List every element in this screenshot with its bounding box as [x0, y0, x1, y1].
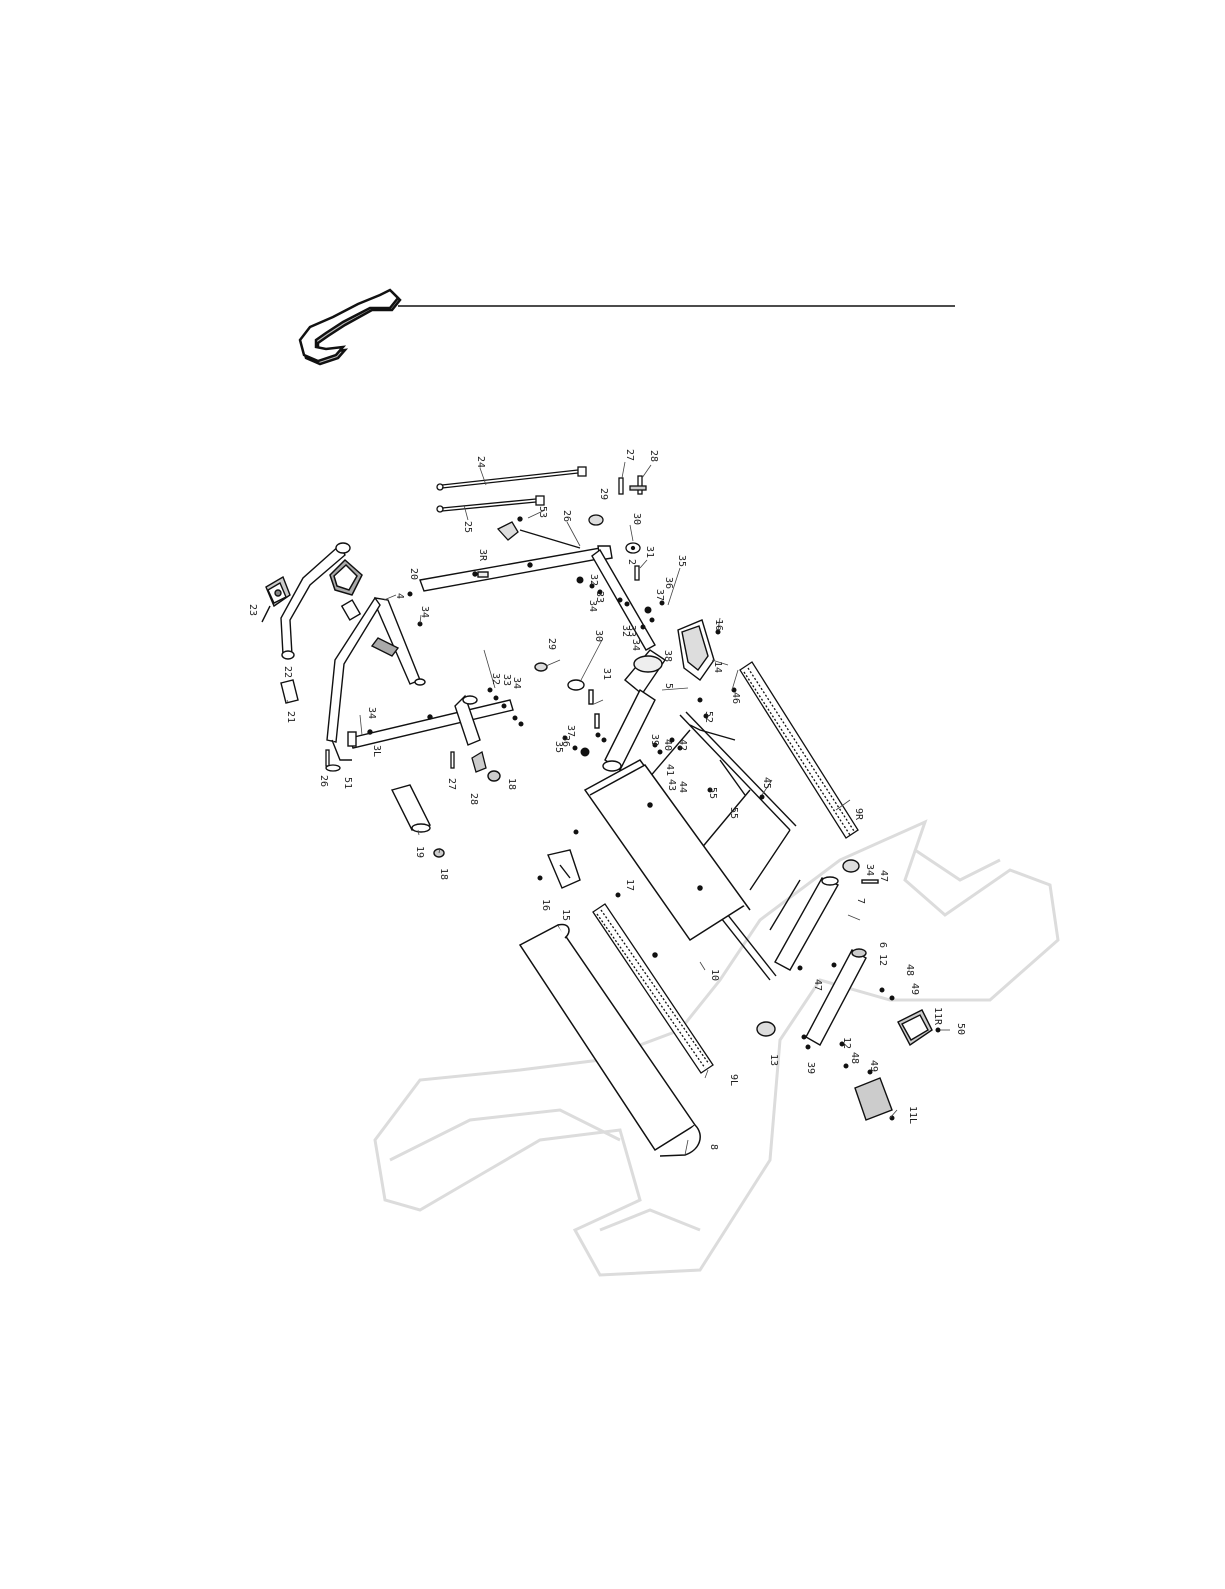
- part-label-18-top: 18: [506, 778, 517, 790]
- side-rail-9R: [740, 662, 858, 838]
- part-label-37-top: 37: [654, 589, 665, 601]
- part-label-45: 45: [761, 777, 772, 789]
- part-label-20: 20: [408, 568, 419, 580]
- part-label-14: 14: [712, 661, 723, 673]
- part-label-55-a: 55: [707, 787, 718, 799]
- part-label-47-right: 47: [878, 870, 889, 882]
- part-label-34-top: 34: [587, 600, 598, 612]
- part-label-12-top: 12: [877, 954, 888, 966]
- part-label-34-upright: 34: [419, 606, 430, 618]
- sidebar-3L: [348, 696, 513, 748]
- cable-24: [437, 467, 586, 490]
- motor-cover-14: [678, 620, 714, 680]
- part-label-5: 5: [663, 683, 674, 689]
- part-label-9L: 9L: [728, 1074, 739, 1086]
- part-label-43: 43: [666, 779, 677, 791]
- part-label-31-mid: 31: [601, 668, 612, 680]
- part-label-34-left: 34: [511, 677, 522, 689]
- part-label-39-bottom: 39: [805, 1062, 816, 1074]
- part-label-7: 7: [855, 898, 866, 904]
- part-label-33-left: 33: [501, 674, 512, 686]
- part-label-26: 26: [561, 510, 572, 522]
- part-label-51: 51: [342, 777, 353, 789]
- part-label-3R: 3R: [477, 549, 488, 562]
- part-label-32-left: 32: [490, 673, 501, 685]
- part-label-11L: 11L: [907, 1106, 918, 1124]
- part-label-55-b: 55: [728, 807, 739, 819]
- part-label-33-mid: 33: [626, 625, 637, 637]
- part-label-48-top: 48: [904, 964, 915, 976]
- part-label-47: 47: [812, 979, 823, 991]
- part-label-50: 50: [955, 1023, 966, 1035]
- part-label-46: 46: [730, 692, 741, 704]
- bolts-left: [326, 750, 486, 772]
- part-label-42: 42: [677, 739, 688, 751]
- part-label-31-top: 31: [644, 546, 655, 558]
- part-label-3L: 3L: [371, 745, 382, 757]
- part-label-11R: 11R: [932, 1007, 943, 1026]
- part-label-18-bottom: 18: [438, 868, 449, 880]
- part-label-9R: 9R: [853, 808, 864, 821]
- part-label-2: 2: [626, 559, 637, 565]
- part-label-26-left: 26: [318, 775, 329, 787]
- part-label-30-top: 30: [631, 513, 642, 525]
- part-label-4: 4: [394, 593, 405, 599]
- part-label-22: 22: [282, 666, 293, 678]
- part-label-21: 21: [285, 711, 296, 723]
- part-label-27-left: 27: [446, 778, 457, 790]
- handlebar-22: [281, 543, 350, 659]
- part-label-29-mid: 29: [546, 638, 557, 650]
- part-label-49-top: 49: [909, 983, 920, 995]
- part-label-23: 23: [247, 604, 258, 616]
- part-label-41: 41: [664, 764, 675, 776]
- part-label-35-top: 35: [676, 555, 687, 567]
- part-label-16-bottom: 16: [540, 899, 551, 911]
- part-label-44: 44: [677, 781, 688, 793]
- part-label-48-bottom: 48: [849, 1052, 860, 1064]
- part-label-24: 24: [475, 456, 486, 468]
- part-label-25: 25: [462, 521, 473, 533]
- part-label-39: 39: [649, 734, 660, 746]
- part-label-8: 8: [708, 1144, 719, 1150]
- part-label-28-left: 28: [468, 793, 479, 805]
- part-label-13: 13: [768, 1054, 779, 1066]
- part-label-53: 53: [537, 506, 548, 518]
- part-label-19: 19: [414, 846, 425, 858]
- part-label-29-top: 29: [598, 488, 609, 500]
- display-housing: [330, 560, 362, 595]
- end-caps: [548, 850, 932, 1120]
- part-label-6: 6: [877, 942, 888, 948]
- part-label-36-top: 36: [663, 577, 674, 589]
- belt-8: [520, 924, 700, 1156]
- part-label-10: 10: [709, 969, 720, 981]
- part-label-28-top: 28: [648, 450, 659, 462]
- part-label-30-mid: 30: [593, 630, 604, 642]
- part-label-16-top: 16: [713, 619, 724, 631]
- rollers-rear: [775, 860, 878, 1045]
- part-label-17: 17: [624, 879, 635, 891]
- part-label-15: 15: [560, 909, 571, 921]
- part-label-37-mid: 37: [565, 725, 576, 737]
- part-label-34-bottom: 34: [864, 864, 875, 876]
- part-label-52: 52: [703, 711, 714, 723]
- part-label-27-top: 27: [624, 449, 635, 461]
- part-label-34-bar: 34: [366, 707, 377, 719]
- part-label-49-bottom: 49: [868, 1060, 879, 1072]
- part-label-32-top: 32: [588, 574, 599, 586]
- part-label-12-bottom: 12: [841, 1037, 852, 1049]
- part-label-40: 40: [662, 739, 673, 751]
- part-label-34-mid: 34: [630, 639, 641, 651]
- part-label-38: 38: [662, 650, 673, 662]
- wrench-icon: [300, 290, 400, 364]
- cable-25: [437, 496, 544, 512]
